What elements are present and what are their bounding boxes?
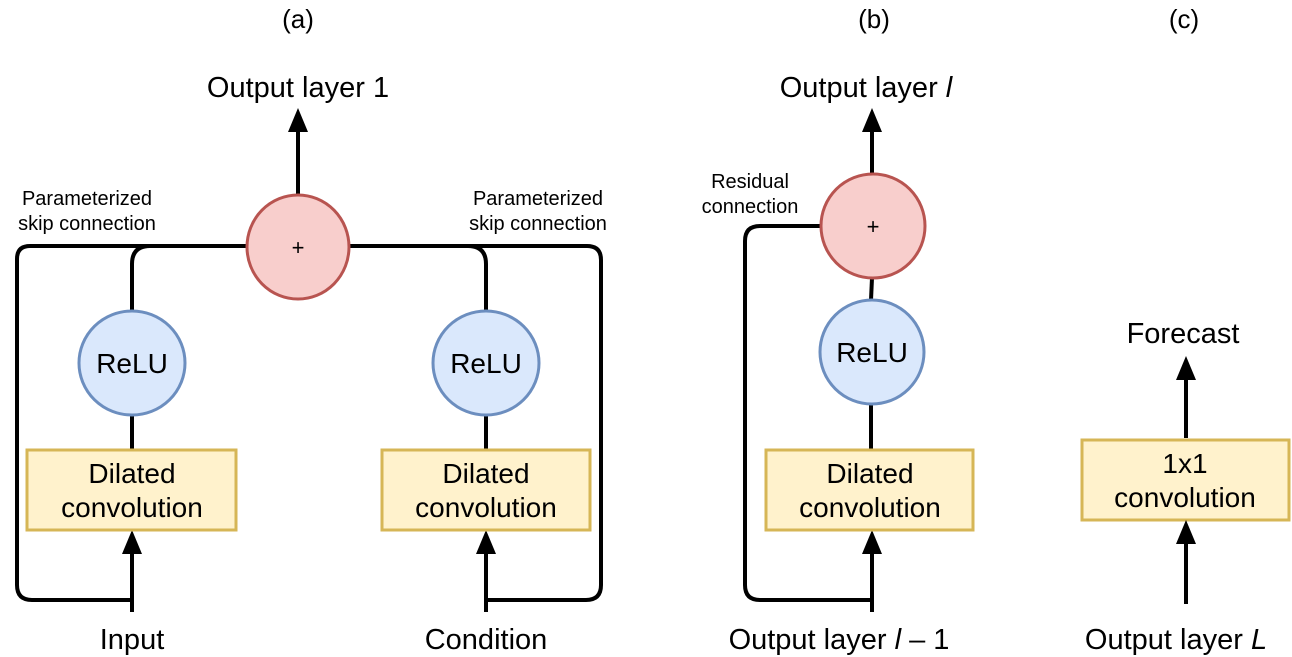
input-label: Input xyxy=(100,624,165,656)
relu-label: ReLU xyxy=(96,348,168,379)
relu-label: ReLU xyxy=(836,337,908,368)
output-layer-l-minus-1-label: Output layer l – 1 xyxy=(729,624,950,656)
residual-label-line2: connection xyxy=(702,196,799,218)
conv-label-line2: convolution xyxy=(415,492,557,523)
output-layer-1-label: Output layer 1 xyxy=(207,72,389,104)
plus-icon: + xyxy=(867,214,880,239)
conv-label-line2: convolution xyxy=(799,492,941,523)
relu-to-adder-wire xyxy=(869,277,874,301)
plus-icon: + xyxy=(292,235,305,260)
relu-left-to-adder-wire xyxy=(130,244,151,312)
skip-connection-left-wire xyxy=(15,244,247,602)
panel-c-label: (c) xyxy=(1169,4,1199,34)
input-label-prefix: Output layer xyxy=(729,624,895,656)
arrow-head-icon xyxy=(476,530,496,554)
skip-label-left-line1: Parameterized xyxy=(22,188,152,210)
residual-label-line1: Residual xyxy=(711,171,789,193)
conv-label-line1: Dilated xyxy=(88,458,175,489)
residual-connection-wire xyxy=(743,224,872,602)
condition-label: Condition xyxy=(425,624,548,656)
dilated-conv: Dilated convolution xyxy=(764,448,975,532)
panel-a-label: (a) xyxy=(282,4,314,34)
output-layer-L-label: Output layer L xyxy=(1085,624,1267,656)
panel-c: (c) Forecast 1x1 convolution Output laye… xyxy=(1080,4,1291,656)
one-by-one-conv: 1x1 convolution xyxy=(1080,438,1291,522)
relu-right-to-adder-wire xyxy=(467,244,488,312)
conv-label-line1: Dilated xyxy=(826,458,913,489)
skip-connection-right-wire xyxy=(349,244,603,602)
arrow-head-icon xyxy=(862,108,882,132)
relu-node-left: ReLU xyxy=(77,309,187,417)
adder-node: + xyxy=(819,172,927,280)
arrow-head-icon xyxy=(288,108,308,132)
conv-label-line1: 1x1 xyxy=(1162,448,1207,479)
forecast-label: Forecast xyxy=(1127,318,1240,350)
conv-label-line2: convolution xyxy=(61,492,203,523)
arrow-head-icon xyxy=(1176,520,1196,544)
relu-node-right: ReLU xyxy=(431,309,541,417)
input-label-suffix: – 1 xyxy=(901,624,949,656)
relu-node: ReLU xyxy=(818,298,926,406)
panel-b: (b) Output layer l Residual connection +… xyxy=(702,4,975,656)
conv-label-line1: Dilated xyxy=(442,458,529,489)
skip-label-right-line2: skip connection xyxy=(469,213,607,235)
conv-label-line2: convolution xyxy=(1114,482,1256,513)
arrow-head-icon xyxy=(862,530,882,554)
output-layer-l-label: Output layer l xyxy=(780,72,954,104)
output-label-prefix: Output layer xyxy=(780,72,946,104)
dilated-conv-right: Dilated convolution xyxy=(380,448,592,532)
input-label-prefix: Output layer xyxy=(1085,624,1251,656)
arrow-head-icon xyxy=(122,530,142,554)
adder-circle xyxy=(245,193,351,301)
skip-label-right-line1: Parameterized xyxy=(473,188,603,210)
relu-label: ReLU xyxy=(450,348,522,379)
panel-b-label: (b) xyxy=(858,4,890,34)
skip-label-left-line2: skip connection xyxy=(18,213,156,235)
input-label-var: l xyxy=(895,624,903,656)
output-label-var: l xyxy=(946,72,954,104)
dilated-conv-left: Dilated convolution xyxy=(25,448,238,532)
panel-a: (a) Output layer 1 Parameterized skip co… xyxy=(15,4,607,656)
adder-node: + xyxy=(245,193,351,301)
arrow-head-icon xyxy=(1176,356,1196,380)
input-label-var: L xyxy=(1251,624,1267,656)
